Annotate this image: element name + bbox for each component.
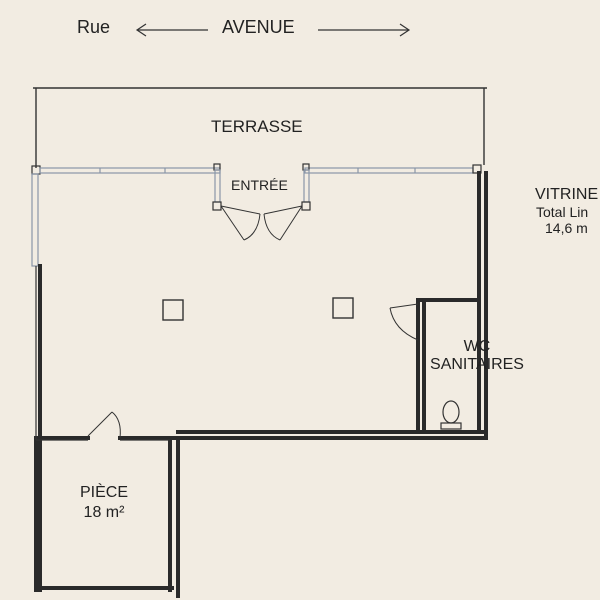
storefront-label: VITRINE Total Lin 14,6 m	[535, 186, 600, 237]
room-label-entrance: ENTRÉE	[231, 177, 288, 193]
room-door	[87, 411, 121, 439]
street-label-avenue: AVENUE	[222, 17, 295, 37]
storefront-label-line3: 14,6 m	[545, 220, 588, 237]
inner-wall-lines	[35, 266, 170, 441]
room-label-terrace: TERRASSE	[211, 117, 303, 136]
room-label-wc: WC SANITAIRES	[424, 338, 530, 375]
wc-label-line2: SANITAIRES	[430, 356, 524, 374]
piece-label-area: 18 m²	[83, 504, 125, 522]
street-label-rue: Rue	[77, 17, 111, 37]
terrace-outline	[33, 87, 487, 168]
entrance-doors	[220, 205, 303, 241]
storefront-label-line2: Total Lin	[536, 204, 589, 221]
storefront-label-line1: VITRINE	[535, 186, 599, 203]
street-arrow	[135, 23, 411, 37]
wc-door	[389, 303, 419, 341]
pillar-left	[162, 299, 184, 321]
main-walls	[34, 171, 488, 598]
wc-label-line1: WC	[463, 338, 491, 355]
pillar-right	[332, 297, 354, 319]
piece-label-line1: PIÈCE	[79, 484, 128, 501]
toilet-icon	[440, 400, 462, 430]
room-label-piece: PIÈCE 18 m²	[56, 484, 152, 523]
